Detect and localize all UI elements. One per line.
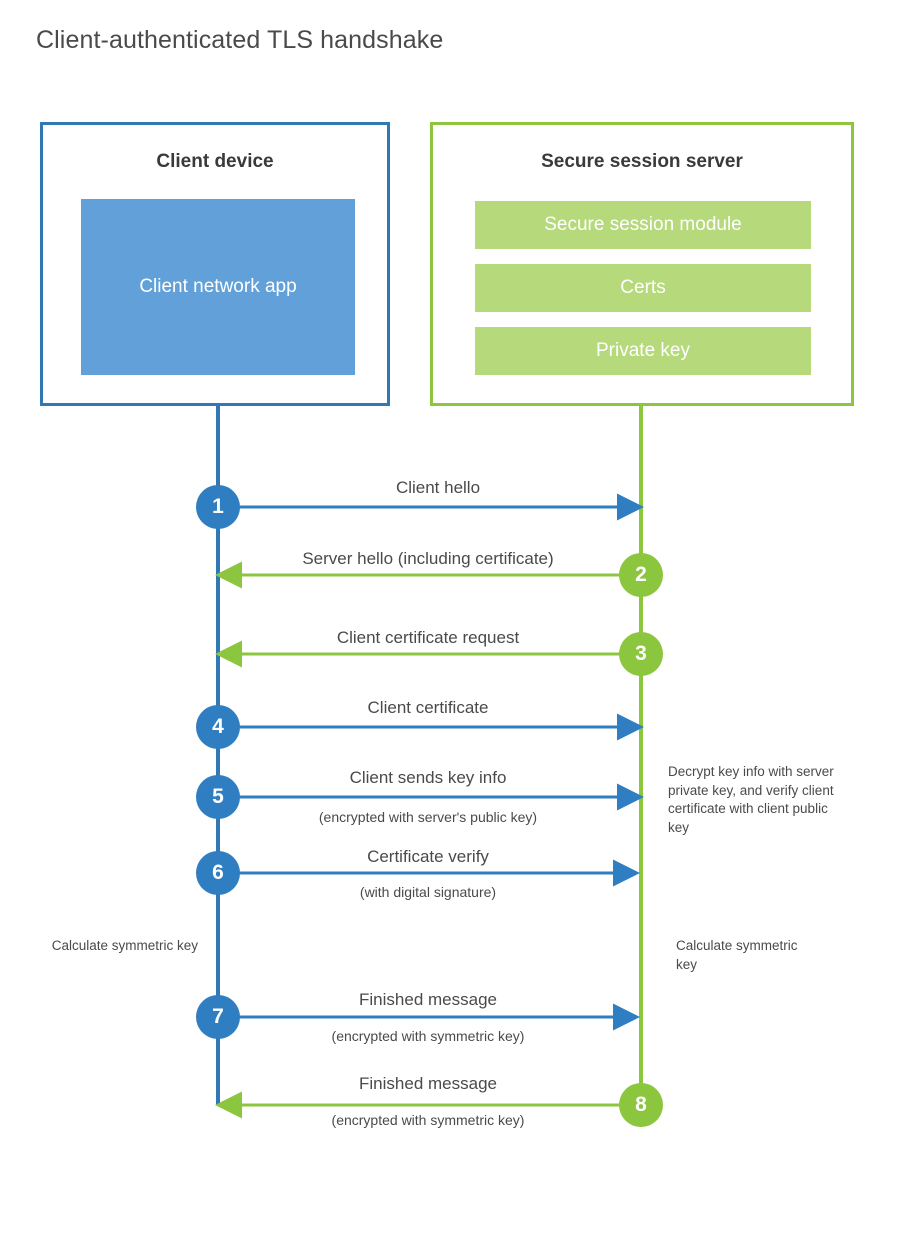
server-component-secure-session-module: Secure session module	[475, 201, 811, 249]
step-badge-5[interactable]: 5	[196, 775, 240, 819]
step-badge-4[interactable]: 4	[196, 705, 240, 749]
server-decrypt-note: Decrypt key info with server private key…	[668, 764, 834, 835]
step-badge-1[interactable]: 1	[196, 485, 240, 529]
message-sublabel-6: (with digital signature)	[359, 884, 497, 900]
message-label-8: Finished message	[359, 1074, 497, 1093]
message-label-3: Client certificate request	[336, 628, 520, 647]
client-device-box: Client device Client network app	[40, 122, 390, 406]
page-title: Client-authenticated TLS handshake	[36, 26, 444, 54]
secure-session-server-title: Secure session server	[541, 151, 743, 172]
step-badge-6[interactable]: 6	[196, 851, 240, 895]
secure-session-server-box: Secure session server Secure session mod…	[430, 122, 854, 406]
step-badge-2[interactable]: 2	[619, 553, 663, 597]
server-component-certs: Certs	[475, 264, 811, 312]
client-network-app-block: Client network app	[81, 199, 355, 375]
message-label-7: Finished message	[359, 990, 497, 1009]
client-calculate-symmetric-key-note: Calculate symmetric key	[51, 938, 198, 953]
message-label-6: Certificate verify	[367, 847, 489, 866]
server-calculate-symmetric-key-note: Calculate symmetric key	[676, 938, 798, 972]
message-label-5: Client sends key info	[349, 768, 507, 787]
message-label-1: Client hello	[395, 478, 481, 497]
client-device-title: Client device	[156, 151, 274, 172]
message-sublabel-8: (encrypted with symmetric key)	[331, 1112, 525, 1128]
message-sublabel-5: (encrypted with server's public key)	[318, 809, 538, 825]
step-badge-8[interactable]: 8	[619, 1083, 663, 1127]
step-badge-3[interactable]: 3	[619, 632, 663, 676]
message-label-4: Client certificate	[367, 698, 489, 717]
message-label-2: Server hello (including certificate)	[302, 549, 554, 568]
step-badge-7[interactable]: 7	[196, 995, 240, 1039]
server-component-private-key: Private key	[475, 327, 811, 375]
message-sublabel-7: (encrypted with symmetric key)	[331, 1028, 525, 1044]
